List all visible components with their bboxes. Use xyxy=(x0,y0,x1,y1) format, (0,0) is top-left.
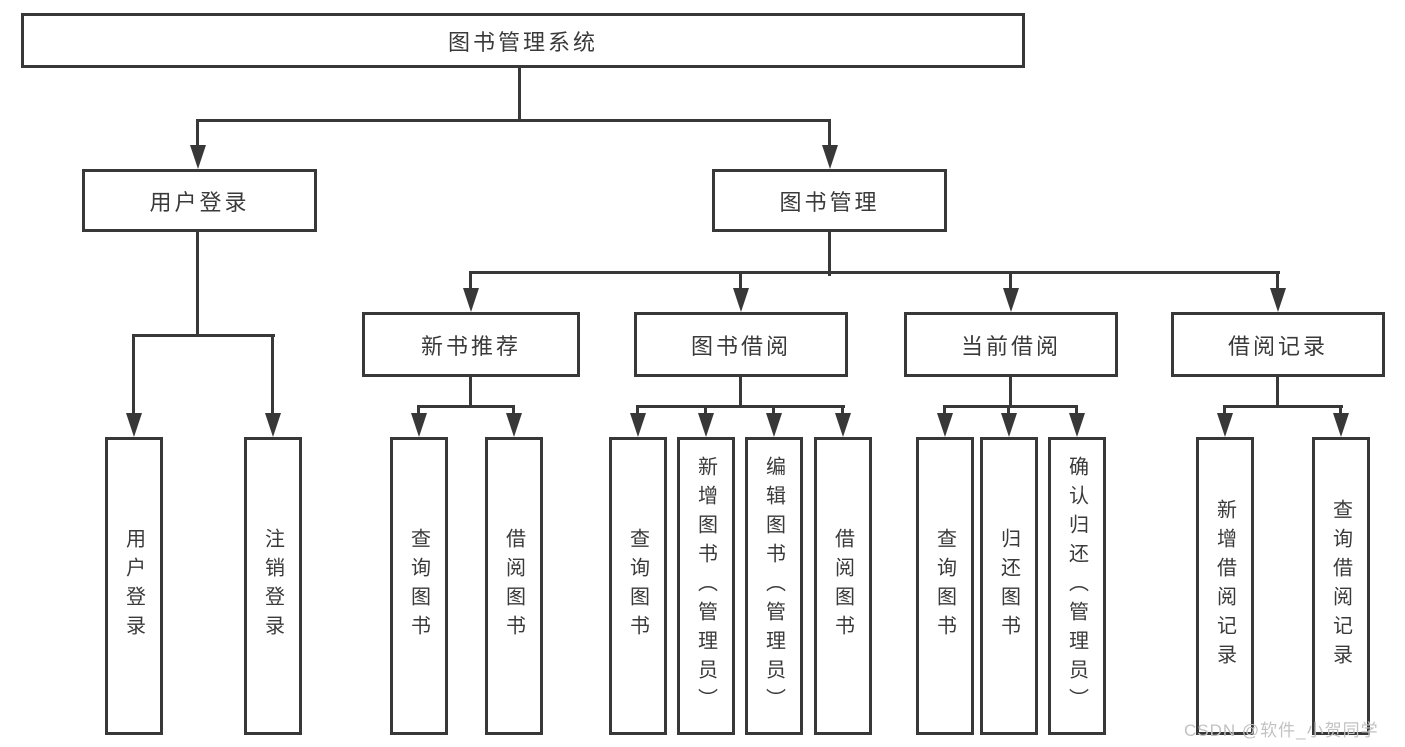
arrow-down xyxy=(698,413,714,437)
arrow-down xyxy=(630,413,646,437)
node-borrowing-records-label: 借阅记录 xyxy=(1227,333,1328,359)
connector-line xyxy=(943,407,946,417)
arrow-down xyxy=(733,288,749,312)
leaf-query-books-borrowing-label: 查询图书 xyxy=(626,528,649,644)
leaf-confirm-return-admin: 确认归还（管理员） xyxy=(1048,437,1106,735)
arrow-down xyxy=(126,413,142,437)
connector-line xyxy=(469,377,472,407)
arrow-down xyxy=(937,413,953,437)
connector-line xyxy=(704,407,707,417)
leaf-add-borrow-record: 新增借阅记录 xyxy=(1196,437,1254,735)
connector-line xyxy=(518,68,521,121)
connector-line xyxy=(739,273,742,293)
arrow-down xyxy=(1069,413,1085,437)
connector-line xyxy=(196,232,199,336)
leaf-logout-label: 注销登录 xyxy=(261,528,284,644)
arrow-down xyxy=(822,145,838,169)
arrow-down xyxy=(835,413,851,437)
leaf-query-books-borrowing: 查询图书 xyxy=(609,437,667,735)
connector-line xyxy=(1339,407,1342,417)
connector-line xyxy=(636,407,639,417)
leaf-user-login-label: 用户登录 xyxy=(122,528,145,644)
leaf-return-books: 归还图书 xyxy=(980,437,1038,735)
arrow-down xyxy=(265,413,281,437)
node-book-borrowing-label: 图书借阅 xyxy=(690,333,791,359)
node-current-borrowing: 当前借阅 xyxy=(904,312,1118,377)
connector-line xyxy=(417,407,420,417)
node-book-borrowing: 图书借阅 xyxy=(634,312,848,377)
connector-line xyxy=(1009,377,1012,407)
connector-line xyxy=(772,407,775,417)
node-library-system: 图书管理系统 xyxy=(21,13,1025,68)
arrow-down xyxy=(1217,413,1233,437)
connector-line xyxy=(512,407,515,417)
leaf-query-books-recommend: 查询图书 xyxy=(390,437,448,735)
connector-line xyxy=(1276,273,1279,293)
node-current-borrowing-label: 当前借阅 xyxy=(960,333,1061,359)
connector-line xyxy=(196,119,831,122)
leaf-add-books-admin-label: 新增图书（管理员） xyxy=(694,455,717,717)
connector-line xyxy=(469,273,472,293)
leaf-edit-books-admin-label: 编辑图书（管理员） xyxy=(762,455,785,717)
arrow-down xyxy=(1333,413,1349,437)
leaf-edit-books-admin: 编辑图书（管理员） xyxy=(745,437,803,735)
node-borrowing-records: 借阅记录 xyxy=(1171,312,1385,377)
arrow-down xyxy=(1003,288,1019,312)
connector-line xyxy=(828,232,831,276)
watermark: CSDN @软件_小贺同学 xyxy=(1184,721,1379,740)
arrow-down xyxy=(463,288,479,312)
leaf-user-login: 用户登录 xyxy=(105,437,163,735)
leaf-add-books-admin: 新增图书（管理员） xyxy=(677,437,735,735)
node-book-management: 图书管理 xyxy=(712,169,947,232)
connector-line xyxy=(469,271,1280,274)
leaf-query-borrow-record: 查询借阅记录 xyxy=(1312,437,1370,735)
node-new-book-recommend-label: 新书推荐 xyxy=(420,333,521,359)
arrow-down xyxy=(411,413,427,437)
connector-line xyxy=(636,405,845,408)
leaf-confirm-return-admin-label: 确认归还（管理员） xyxy=(1065,455,1088,717)
connector-line xyxy=(841,407,844,417)
leaf-query-books-current-label: 查询图书 xyxy=(933,528,956,644)
connector-line xyxy=(1075,407,1078,417)
connector-line xyxy=(943,405,1078,408)
node-library-system-label: 图书管理系统 xyxy=(447,29,598,55)
leaf-query-books-recommend-label: 查询图书 xyxy=(407,528,430,644)
arrow-down xyxy=(190,145,206,169)
leaf-borrow-books-recommend: 借阅图书 xyxy=(485,437,543,735)
leaf-add-borrow-record-label: 新增借阅记录 xyxy=(1213,499,1236,673)
leaf-query-books-current: 查询图书 xyxy=(916,437,974,735)
leaf-return-books-label: 归还图书 xyxy=(997,528,1020,644)
connector-line xyxy=(132,335,135,415)
connector-line xyxy=(1276,377,1279,407)
connector-line xyxy=(828,121,831,151)
connector-line xyxy=(196,121,199,151)
connector-line xyxy=(417,405,515,408)
leaf-borrow-books-borrowing-label: 借阅图书 xyxy=(831,528,854,644)
connector-line xyxy=(739,377,742,407)
arrow-down xyxy=(766,413,782,437)
connector-line xyxy=(1223,405,1343,408)
arrow-down xyxy=(1001,413,1017,437)
leaf-borrow-books-borrowing: 借阅图书 xyxy=(814,437,872,735)
node-user-login: 用户登录 xyxy=(82,169,317,232)
arrow-down xyxy=(1270,288,1286,312)
leaf-query-borrow-record-label: 查询借阅记录 xyxy=(1329,499,1352,673)
node-user-login-label: 用户登录 xyxy=(149,189,250,215)
connector-line xyxy=(132,334,275,337)
leaf-borrow-books-recommend-label: 借阅图书 xyxy=(502,528,525,644)
connector-line xyxy=(1009,273,1012,293)
arrow-down xyxy=(506,413,522,437)
node-new-book-recommend: 新书推荐 xyxy=(362,312,580,377)
node-book-management-label: 图书管理 xyxy=(779,189,880,215)
connector-line xyxy=(271,335,274,415)
connector-line xyxy=(1007,407,1010,417)
connector-line xyxy=(1223,407,1226,417)
leaf-logout: 注销登录 xyxy=(244,437,302,735)
